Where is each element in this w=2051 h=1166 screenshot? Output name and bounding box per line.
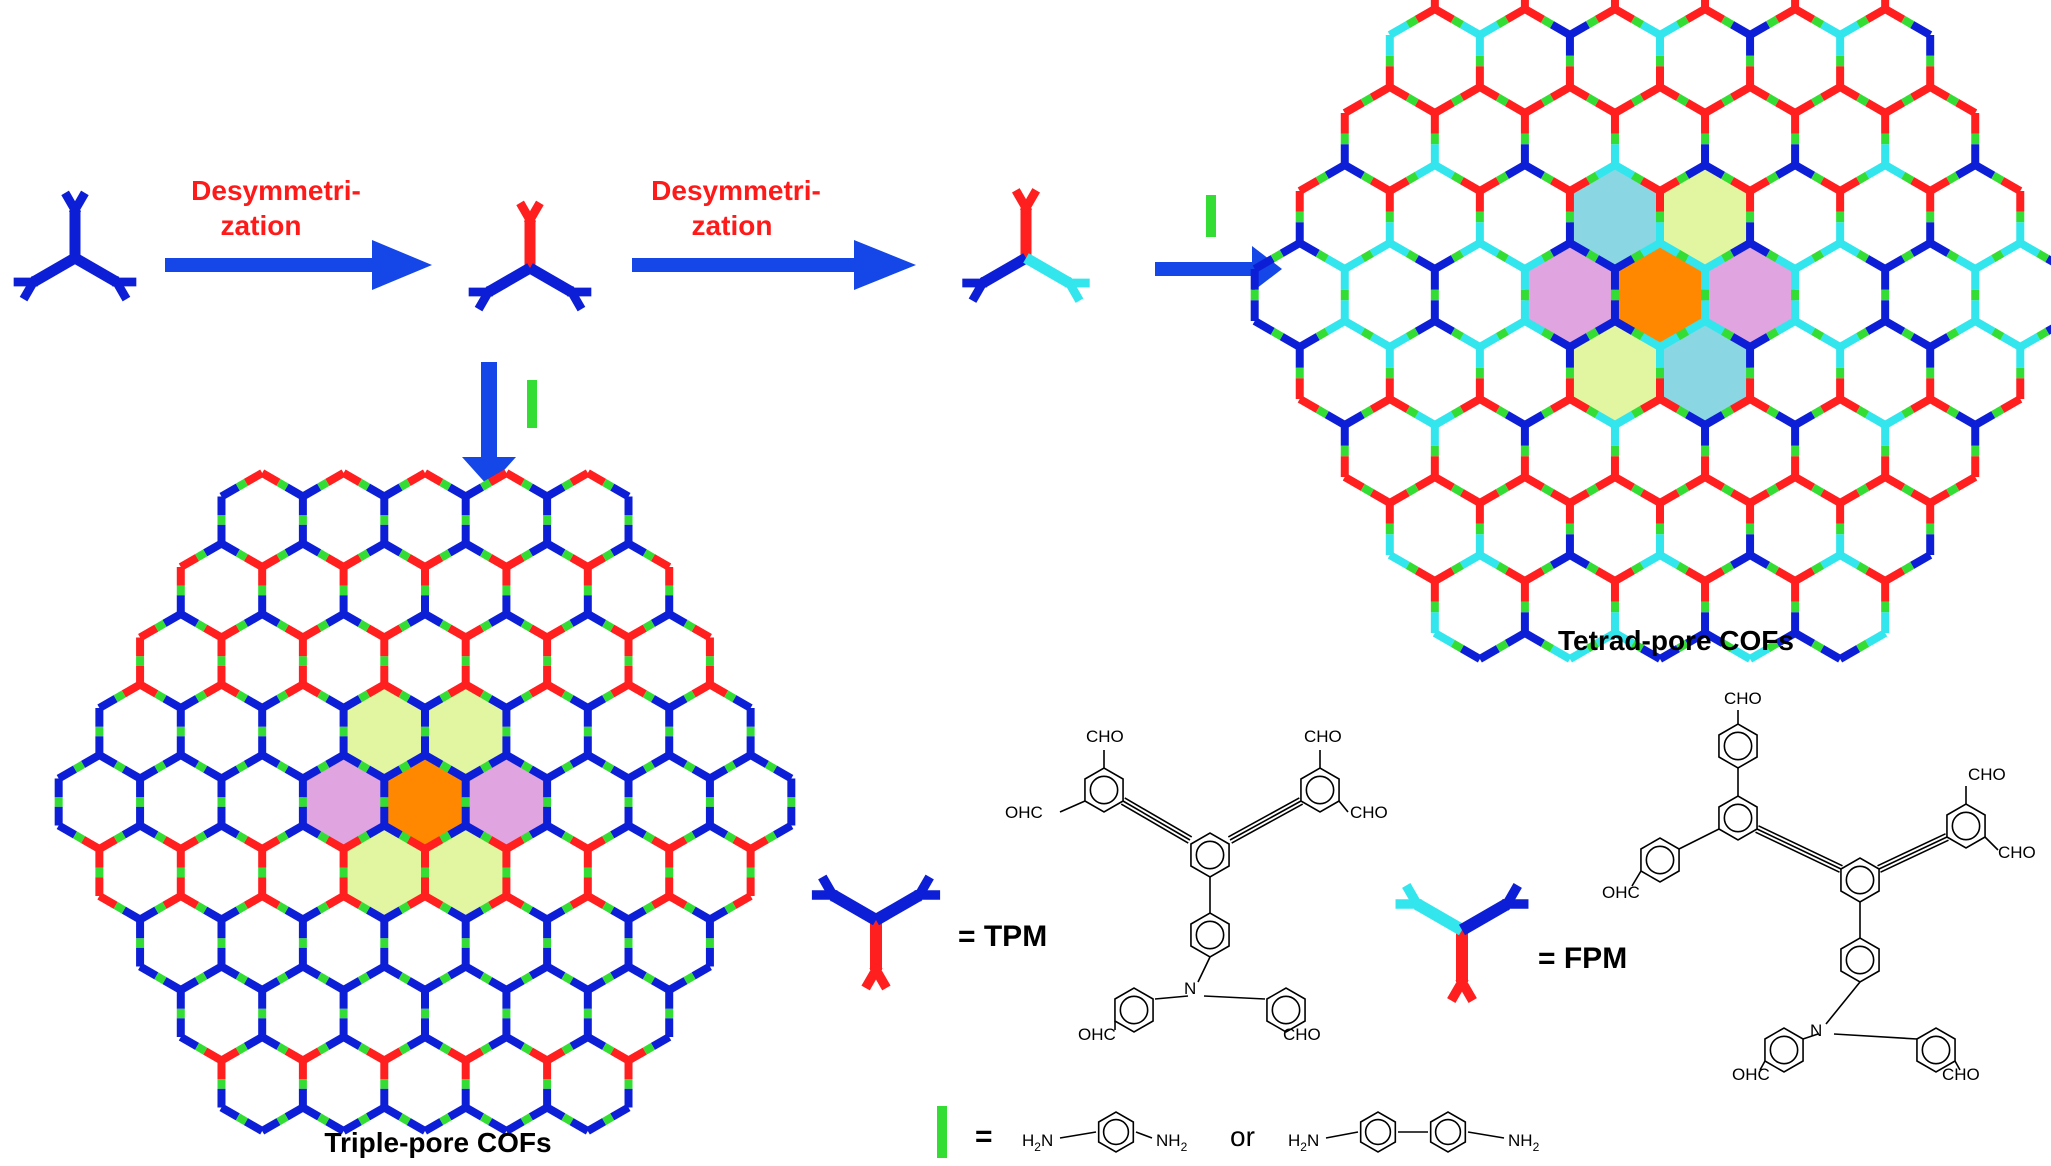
ppd-amine-right: NH2 (1156, 1131, 1188, 1154)
tetrad-caption: Tetrad-pore COFs (1558, 625, 1794, 656)
fpm-legend-monomer-icon (1395, 883, 1529, 1003)
tpm-legend-monomer-icon (811, 874, 941, 991)
bpd-amine-right: NH2 (1508, 1131, 1540, 1154)
tpm-ohc-2: OHC (1078, 1025, 1116, 1044)
fpm-n: N (1810, 1021, 1822, 1040)
desymmetrization-arrow-1 (165, 240, 432, 290)
triple-caption: Triple-pore COFs (324, 1127, 551, 1158)
arrow-to-tetrad (1155, 246, 1282, 292)
tpm-cho-1: CHO (1086, 727, 1124, 746)
ppd-amine-left: H2N (1022, 1131, 1053, 1154)
step1-label-line1: Desymmetri- (191, 175, 361, 206)
triple-pore-cof-lattice (54, 469, 796, 1135)
tpm-monomer-icon (468, 200, 592, 312)
tpm-cho-4: CHO (1283, 1025, 1321, 1044)
green-linker-icon (937, 1106, 947, 1158)
step1-label-line2: zation (221, 210, 302, 241)
fpm-cho-4: CHO (1942, 1065, 1980, 1084)
fpm-ohc-1: OHC (1602, 883, 1640, 902)
fpm-label: = FPM (1538, 942, 1627, 975)
step2-label-line2: zation (692, 210, 773, 241)
fpm-monomer-icon (962, 188, 1090, 303)
tpm-cho-2: CHO (1304, 727, 1342, 746)
fpm-ohc-2: OHC (1732, 1065, 1770, 1084)
tpm-label: = TPM (958, 920, 1047, 953)
diamine-linker-structures (1059, 1111, 1505, 1153)
green-linker-icon (527, 380, 537, 428)
tpm-n: N (1184, 979, 1196, 998)
green-linker-icon (1206, 195, 1216, 237)
linker-equals: = (975, 1120, 993, 1153)
bpd-amine-left: H2N (1288, 1131, 1319, 1154)
fpm-chemical-structure (1631, 710, 1999, 1073)
tpm-ohc-1: OHC (1005, 803, 1043, 822)
fpm-cho-3: CHO (1998, 843, 2036, 862)
tetrad-pore-cof-lattice (1250, 0, 2051, 663)
tpm-cho-3: CHO (1350, 803, 1388, 822)
or-text: or (1230, 1121, 1255, 1152)
tpm-chemical-structure (1059, 750, 1349, 1033)
fpm-cho-1: CHO (1724, 689, 1762, 708)
arrow-to-triple (462, 362, 516, 487)
fpm-cho-2: CHO (1968, 765, 2006, 784)
desymmetrization-arrow-2 (632, 240, 916, 290)
symmetric-monomer-icon (13, 190, 137, 302)
step2-label-line1: Desymmetri- (651, 175, 821, 206)
